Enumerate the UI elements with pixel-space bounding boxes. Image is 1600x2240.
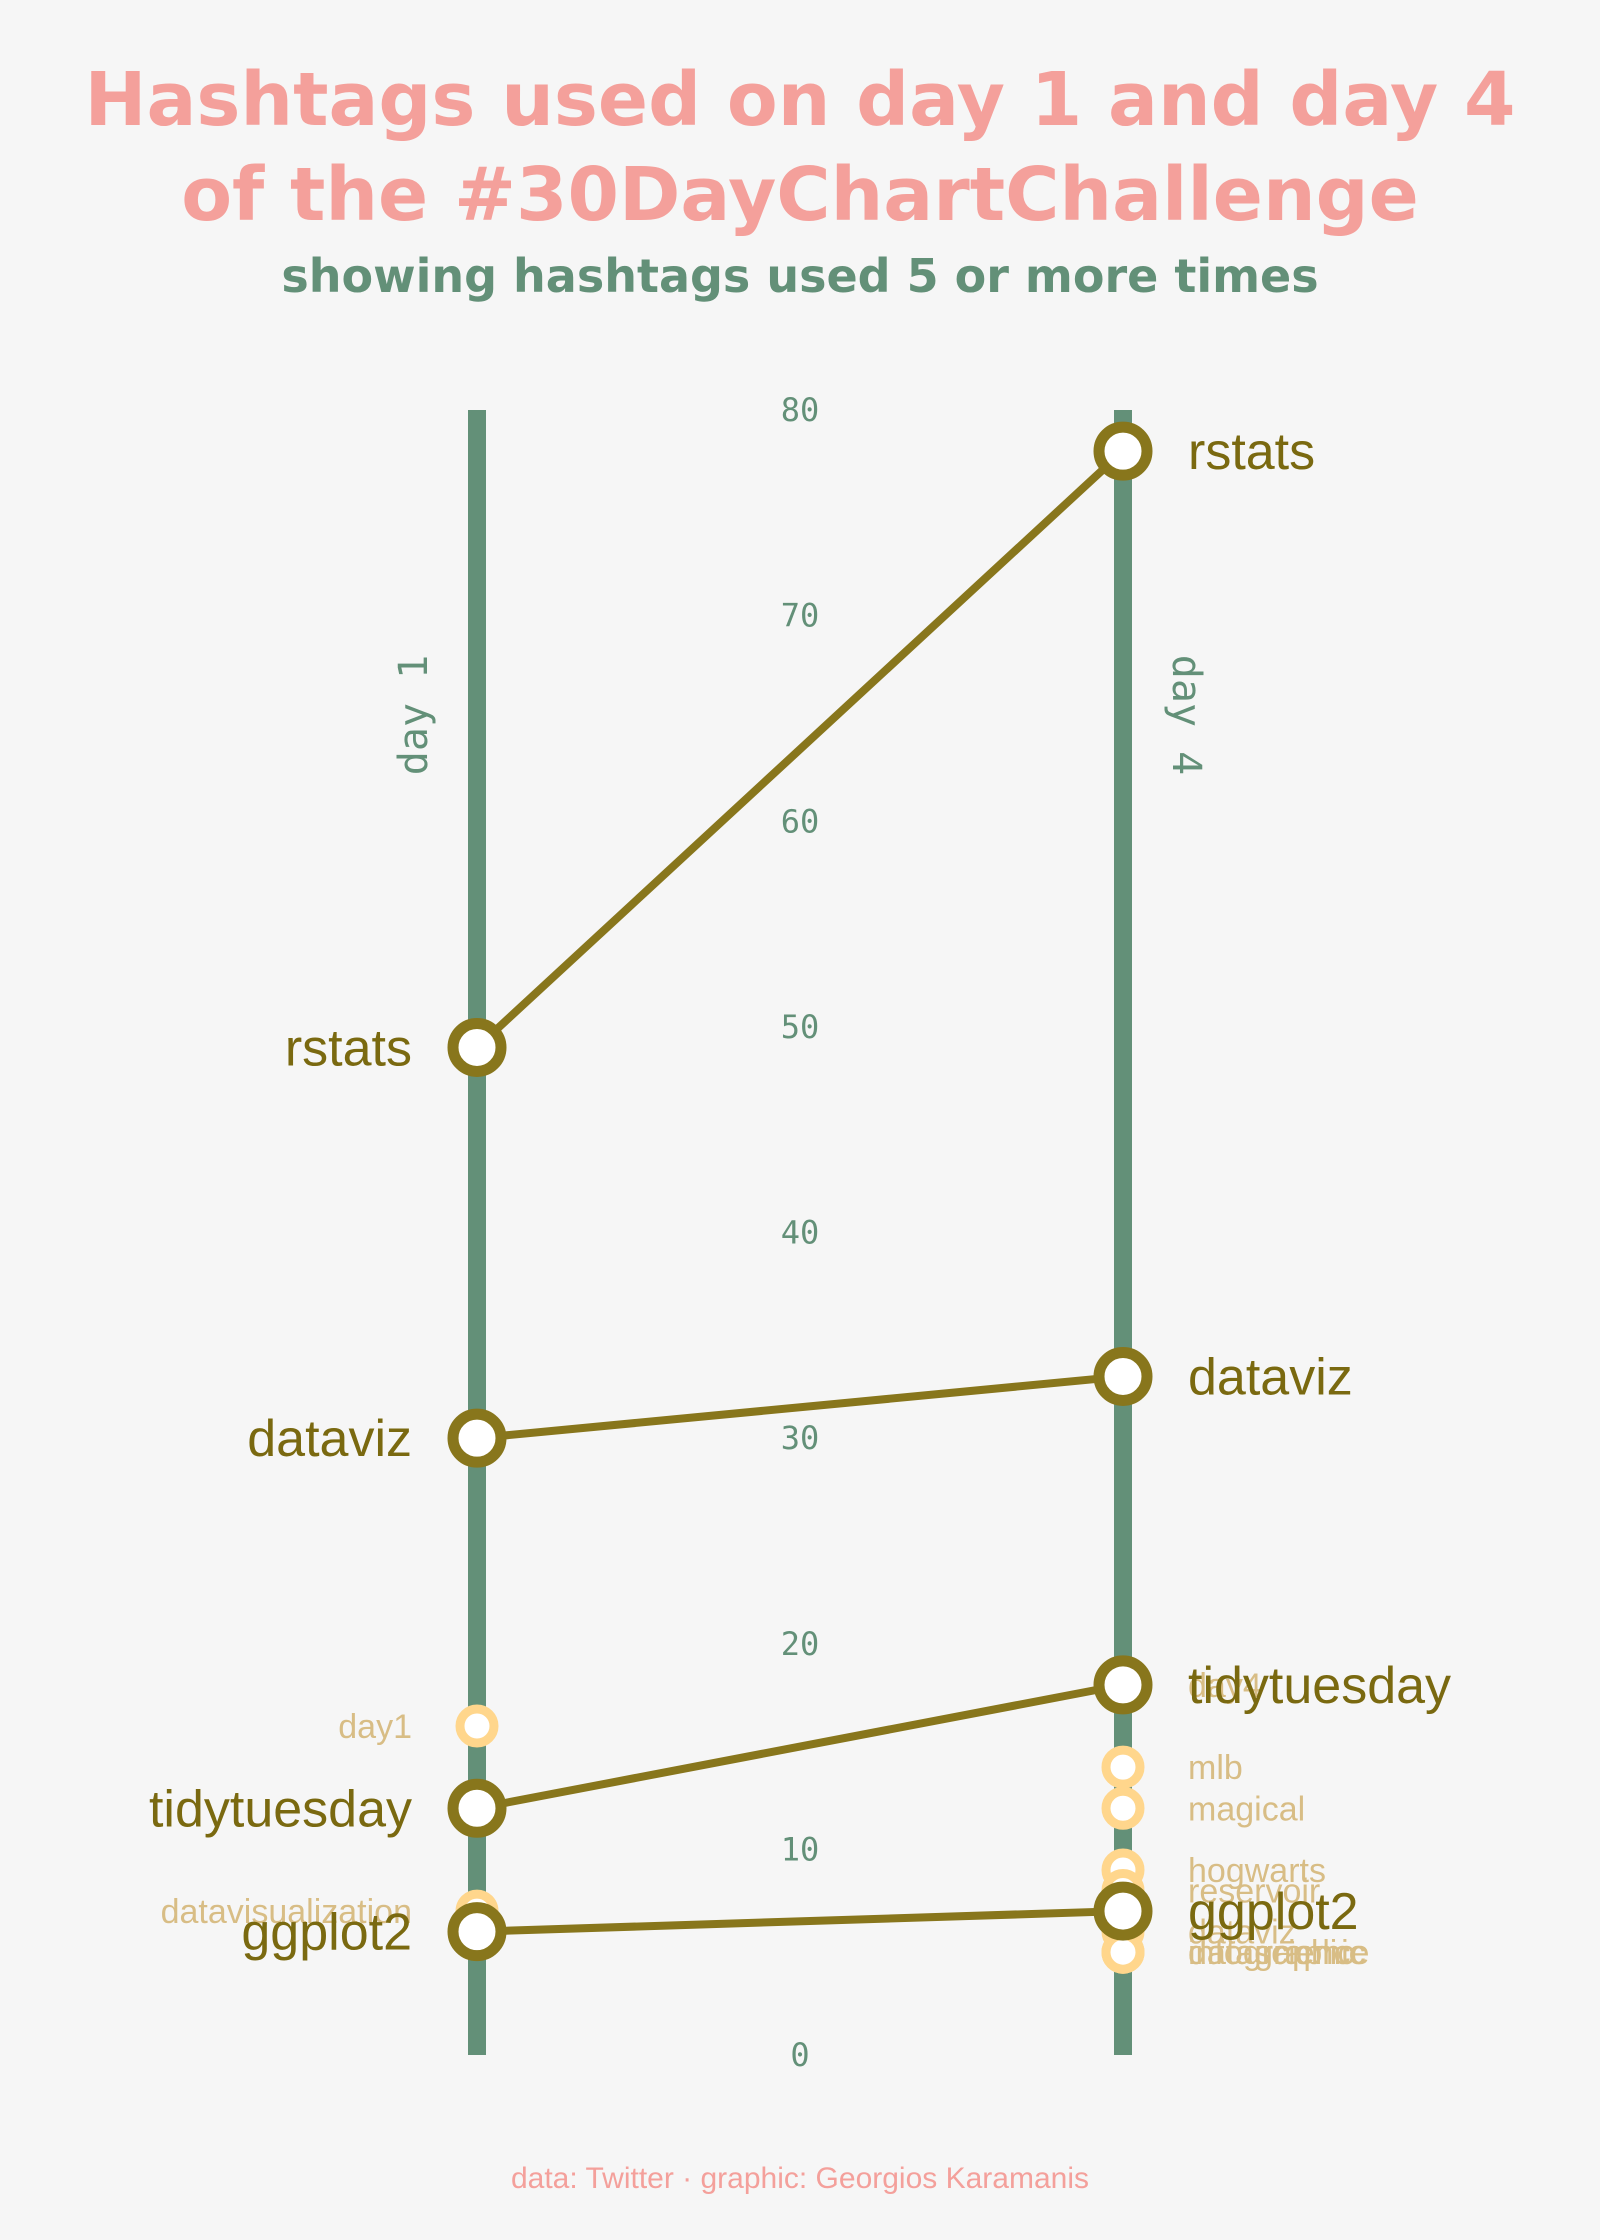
y-ticks-group: 0 10 20 30 40 50 60 70 80	[781, 391, 820, 2074]
y-tick-label: 10	[781, 1830, 820, 1868]
minor-point-label: mlb	[1188, 1749, 1243, 1787]
point-day4-tidytuesday	[1093, 1655, 1153, 1715]
point-day1-dataviz	[447, 1408, 507, 1468]
point-day4-rstats	[1093, 421, 1153, 481]
label-day4-dataviz: dataviz	[1188, 1348, 1353, 1406]
minor-point-label: datagraphic	[1188, 1934, 1366, 1972]
point-day4-ggplot2	[1093, 1881, 1153, 1941]
minor-point	[1101, 1745, 1145, 1789]
series-line-dataviz	[476, 1372, 1124, 1443]
minor-point-label: reservoir	[1188, 1873, 1320, 1911]
y-tick-label: 80	[781, 391, 820, 429]
axis-label-day4: day 4	[1163, 655, 1209, 775]
chart-title-line-2: of the #30DayChartChallenge	[181, 152, 1419, 238]
point-day1-tidytuesday	[447, 1778, 507, 1838]
label-day1-rstats: rstats	[285, 1019, 412, 1077]
minor-point-label: magical	[1188, 1790, 1305, 1828]
axis-label-day1: day 1	[391, 655, 437, 775]
y-tick-label: 20	[781, 1625, 820, 1663]
series-line-rstats	[474, 448, 1126, 1051]
minor-point	[1101, 1786, 1145, 1830]
minor-point	[455, 1704, 499, 1748]
y-tick-label: 70	[781, 597, 820, 635]
chart-title-line-1: Hashtags used on day 1 and day 4	[85, 57, 1516, 143]
label-day1-tidytuesday: tidytuesday	[149, 1780, 412, 1838]
y-tick-label: 0	[790, 2036, 809, 2074]
y-tick-label: 30	[781, 1419, 820, 1457]
minor-point-label: hogwarts	[1188, 1852, 1326, 1890]
chart-caption: data: Twitter · graphic: Georgios Karama…	[511, 2162, 1089, 2195]
y-tick-label: 40	[781, 1214, 820, 1252]
point-day4-dataviz	[1093, 1346, 1153, 1406]
label-day1-ggplot2: ggplot2	[241, 1904, 412, 1962]
y-tick-label: 60	[781, 802, 820, 840]
label-day4-tidytuesday: tidytuesday	[1188, 1657, 1451, 1715]
chart-subtitle: showing hashtags used 5 or more times	[281, 249, 1318, 303]
label-day4-rstats: rstats	[1188, 423, 1315, 481]
major-series-group: rstats rstats dataviz dataviz tidytuesday tid…	[149, 421, 1451, 1962]
label-day4-ggplot2: ggplot2	[1188, 1883, 1359, 1941]
y-tick-label: 50	[781, 1008, 820, 1046]
series-line-tidytuesday	[476, 1680, 1124, 1813]
minor-point-label: infographic	[1188, 1934, 1354, 1972]
point-day1-rstats	[447, 1017, 507, 1077]
minor-point-label: day1	[338, 1708, 412, 1746]
minor-point-label: datascience	[1188, 1934, 1369, 1972]
minor-point-label: dataviz	[1188, 1914, 1296, 1952]
label-day1-dataviz: dataviz	[247, 1410, 412, 1468]
minor-point-label: datavisualization	[161, 1893, 412, 1931]
point-day1-ggplot2	[447, 1902, 507, 1962]
series-line-ggplot2	[476, 1907, 1124, 1936]
minor-point-label: day4	[1188, 1667, 1262, 1705]
